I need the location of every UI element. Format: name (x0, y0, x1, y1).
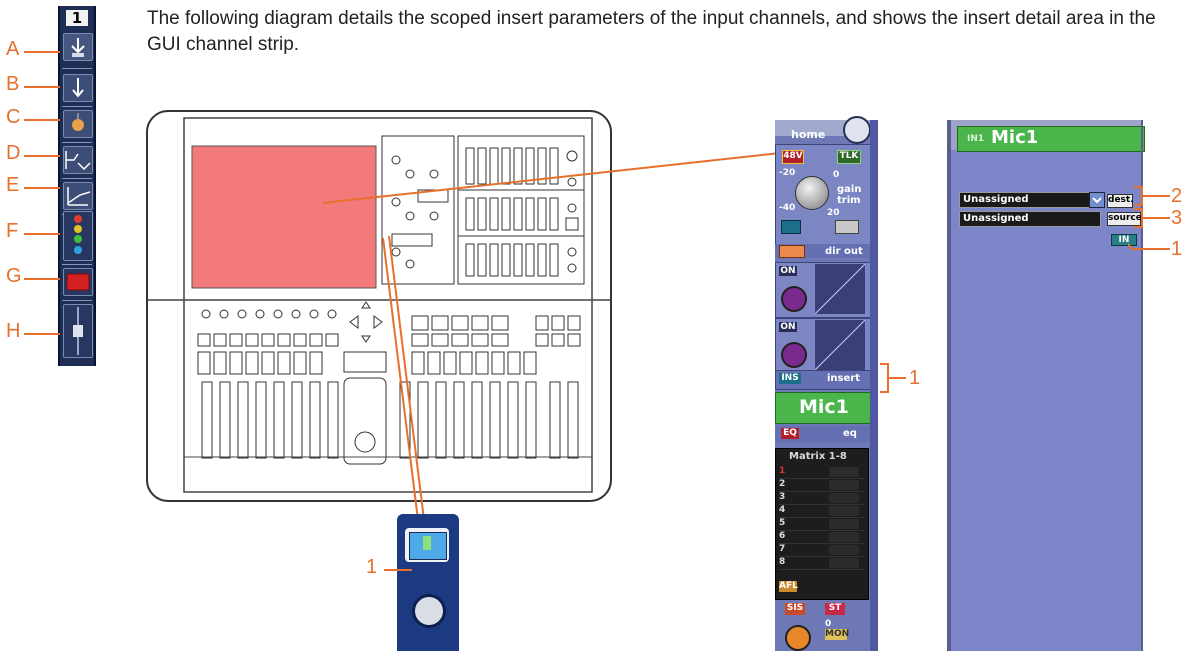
on-button-1[interactable]: ON (779, 266, 797, 276)
callout-h: H (6, 320, 21, 342)
dynamics-icon[interactable] (63, 182, 93, 210)
dest-button[interactable]: dest. (1107, 194, 1134, 208)
insert-button-detail (397, 514, 459, 651)
dynamics-knob[interactable] (781, 342, 807, 368)
callout-f: F (6, 220, 19, 242)
callout-d: D (6, 142, 21, 164)
pan-scale-0: 0 (825, 619, 832, 629)
matrix-row[interactable]: 3 (779, 492, 865, 505)
intro-paragraph: The following diagram details the scoped… (147, 8, 1156, 55)
talkback-button[interactable]: TLK (837, 150, 861, 164)
filter-icon[interactable] (63, 146, 93, 174)
callout-b: B (6, 73, 20, 95)
sis-button[interactable]: SIS (785, 603, 805, 615)
filter-curve (814, 263, 866, 315)
phantom-48v-button[interactable]: 48V (782, 150, 804, 164)
channel-icon-strip: 1 (58, 6, 96, 366)
insert-detail-panel: IN1 Mic1 Unassigned dest. Unassigned sou… (947, 120, 1145, 651)
callout-e: E (6, 174, 20, 196)
delay-icon[interactable] (63, 110, 93, 138)
eq-button[interactable]: EQ (781, 428, 799, 439)
callout-3: 3 (1171, 207, 1183, 229)
channel-tag: IN1 (967, 134, 985, 144)
matrix-row[interactable]: 1 (779, 466, 865, 479)
insert-icon[interactable] (63, 74, 93, 102)
dir-out-button[interactable] (779, 245, 805, 258)
matrix-title: Matrix 1-8 (789, 451, 847, 462)
callout-g: G (6, 265, 22, 287)
fader-icon[interactable] (63, 304, 93, 358)
channel-number: 1 (66, 10, 88, 26)
matrix-row[interactable]: 5 (779, 518, 865, 531)
dest-dropdown-icon[interactable] (1089, 192, 1105, 208)
matrix-row[interactable]: 2 (779, 479, 865, 492)
on-button-2[interactable]: ON (779, 322, 797, 332)
gain-knob[interactable] (795, 176, 829, 210)
callout-1-strip: 1 (909, 367, 921, 389)
pan-knob[interactable] (785, 625, 811, 651)
channel-name-label[interactable]: Mic1 (799, 396, 849, 418)
mute-button-icon[interactable] (63, 268, 93, 296)
console-outline-art (148, 117, 610, 493)
callout-bracket-strip (880, 363, 906, 393)
callout-c: C (6, 106, 21, 128)
callout-1-detail-panel: 1 (1171, 238, 1183, 260)
rotary-knob[interactable] (412, 594, 446, 628)
next-strip-edge (870, 120, 878, 651)
matrix-row[interactable]: 8 (779, 557, 865, 570)
filter-knob[interactable] (781, 286, 807, 312)
matrix-row[interactable]: 6 (779, 531, 865, 544)
gain-scale-0: 0 (833, 170, 840, 180)
source-value[interactable]: Unassigned (963, 213, 1029, 224)
trim-label: trim (837, 195, 861, 206)
gain-scale-minus20: -20 (779, 168, 796, 178)
meter-leds-icon (63, 211, 93, 261)
afl-button[interactable]: AFL (779, 581, 798, 592)
input-select-icon[interactable] (63, 33, 93, 61)
ins-button[interactable]: INS (779, 373, 801, 384)
gain-scale-20: 20 (827, 208, 840, 218)
callout-brackets-detail (1128, 186, 1170, 250)
gain-scale-minus40: -40 (779, 203, 796, 213)
insert-in-button[interactable]: IN (1111, 234, 1137, 246)
callout-2: 2 (1171, 185, 1183, 207)
insert-label: insert (827, 373, 860, 384)
console-diagram (146, 110, 612, 502)
dynamics-curve (814, 319, 866, 371)
eq-label: eq (843, 428, 857, 439)
callout-1-detail: 1 (366, 556, 378, 578)
source-button[interactable]: source (1107, 212, 1142, 226)
panel-channel-name: Mic1 (991, 127, 1039, 148)
gain-label: gain (837, 184, 862, 195)
matrix-row[interactable]: 7 (779, 544, 865, 557)
dest-value[interactable]: Unassigned (963, 194, 1029, 205)
gui-channel-strip: home 48V TLK -20 0 gain trim -40 20 dir … (775, 116, 878, 651)
phase-button[interactable] (781, 220, 801, 234)
matrix-row[interactable]: 4 (779, 505, 865, 518)
dir-out-label: dir out (825, 246, 863, 257)
st-button[interactable]: ST (825, 603, 845, 615)
link-button[interactable] (835, 220, 859, 234)
home-tab[interactable]: home (791, 128, 826, 141)
mon-button[interactable]: MON (825, 629, 850, 640)
clock-icon (843, 116, 871, 144)
callout-a: A (6, 38, 20, 60)
